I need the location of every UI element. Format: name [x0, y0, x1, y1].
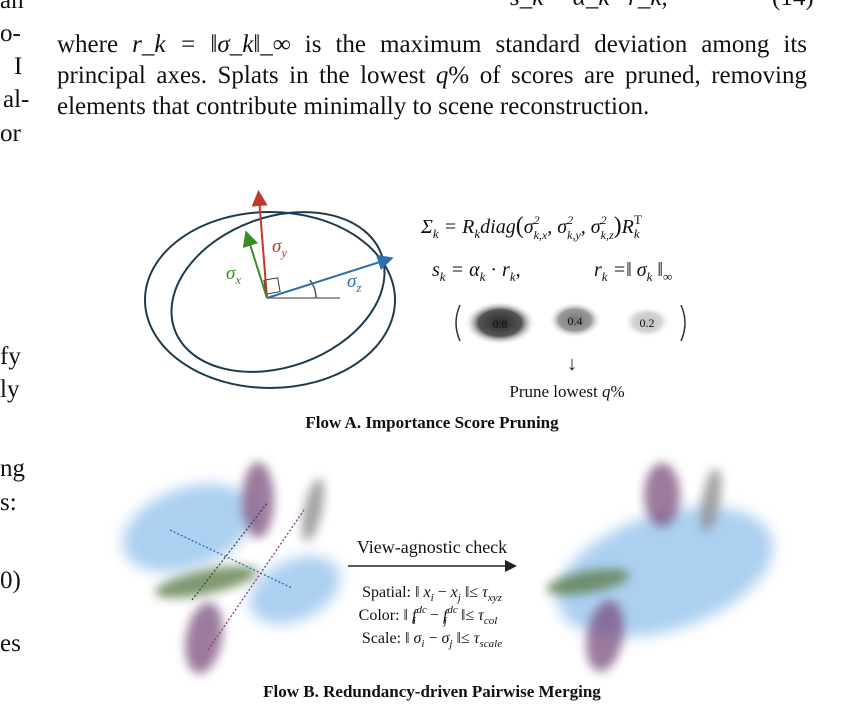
left-fragment: I	[14, 53, 23, 80]
score-value: 0.8	[493, 317, 508, 331]
splat-purple	[242, 462, 274, 538]
splat-purple	[185, 602, 223, 674]
pair-link	[169, 529, 293, 589]
flow-b-caption: Flow B. Redundancy-driven Pairwise Mergi…	[263, 682, 601, 701]
left-fragment: or	[0, 120, 21, 147]
splat-gray	[301, 478, 325, 542]
ellipsoid-diagram: σy σx σz	[144, 190, 396, 389]
left-fragment: ly	[0, 376, 20, 403]
right-angle-mark	[263, 277, 281, 295]
down-arrow: ↓	[567, 353, 577, 375]
scale-criterion: Scale: ‖ σi − σj ‖≤ τscale	[362, 630, 502, 650]
pair-link	[191, 501, 269, 601]
sigma-x-axis	[242, 230, 268, 299]
left-bracket	[455, 304, 461, 342]
pair-link	[207, 509, 305, 651]
score-blob-high	[464, 301, 536, 345]
score-blob-low	[623, 306, 671, 338]
rk-definition: r_k = ‖σ_k‖_∞	[132, 31, 291, 58]
right-bracket	[680, 304, 686, 342]
sigma-y-label: σy	[272, 236, 287, 260]
view-agnostic-check-label: View-agnostic check	[357, 537, 507, 557]
body-paragraph: where r_k = ‖σ_k‖_∞ is the maximum stand…	[57, 29, 807, 122]
sigma-z-axis	[266, 254, 394, 299]
splat-blue	[249, 556, 341, 624]
paragraph-word: where	[57, 31, 119, 58]
score-equation: sk = αk · rk,	[432, 259, 521, 284]
sigma-x-label: σx	[226, 263, 241, 287]
q-variable: q	[435, 62, 449, 89]
paragraph-text: of scores are pruned, removing elements …	[57, 62, 808, 120]
left-fragment: fy	[0, 343, 21, 370]
left-fragment: s:	[0, 489, 17, 516]
flow-a-caption: Flow A. Importance Score Pruning	[305, 413, 559, 432]
percent-sign: %	[448, 62, 470, 89]
score-value: 0.2	[640, 316, 655, 330]
left-fragment: 0)	[0, 567, 21, 594]
left-fragment: o-	[0, 20, 21, 47]
score-blob-mid	[548, 302, 602, 338]
ellipsoid-inner	[170, 211, 386, 373]
splats-before-merge	[122, 462, 341, 674]
merged-splat-purple	[586, 600, 624, 672]
left-fragment: ng	[0, 455, 25, 482]
splat-green	[155, 566, 257, 598]
merged-splat-green	[546, 568, 630, 596]
left-fragment: an	[0, 0, 24, 14]
angle-arc	[309, 279, 317, 299]
equation-14-content: s_k = α_k · r_k,	[510, 0, 668, 12]
spatial-criterion: Spatial: ‖ xi − xj ‖≤ τxyz	[362, 584, 503, 604]
sigma-z-label: σz	[347, 271, 361, 295]
ellipsoid-outer	[144, 211, 396, 389]
splat-blue	[122, 483, 254, 573]
merged-splat-gray	[700, 468, 722, 532]
paragraph-text: is the maximum standard deviation among …	[57, 31, 808, 89]
sigma-y-axis	[251, 190, 268, 299]
equation-14-number: (14)	[772, 0, 814, 12]
prune-label: Prune lowest q%	[509, 382, 624, 401]
score-set: 0.8 0.4 0.2	[455, 301, 686, 345]
splats-after-merge	[546, 463, 774, 672]
left-fragment: es	[0, 630, 21, 657]
left-fragment: al-	[3, 86, 30, 113]
rk-equation: rk =‖ σk ‖∞	[594, 259, 672, 284]
score-value: 0.4	[568, 314, 583, 328]
merged-splat-purple	[644, 463, 680, 527]
